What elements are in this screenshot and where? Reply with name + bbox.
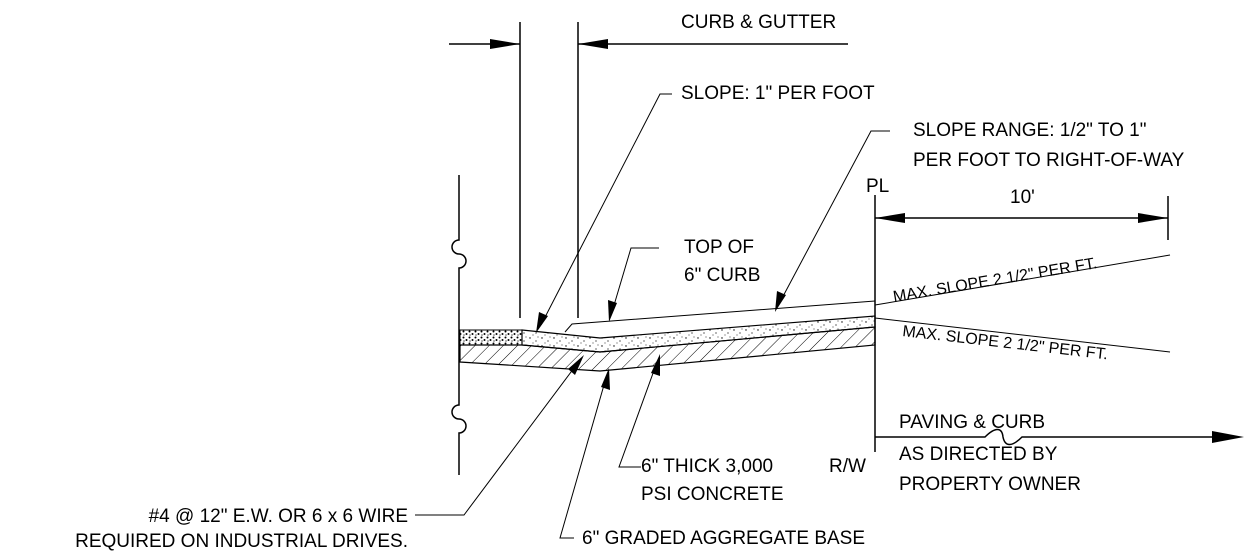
- curb-dim-arrow-right: [578, 39, 608, 49]
- curb-gutter-label: CURB & GUTTER: [681, 12, 836, 33]
- top-of-curb-arrow: [608, 300, 617, 322]
- rw-label: R/W: [829, 456, 866, 477]
- aggregate-leader-arrow: [601, 368, 610, 390]
- slope-range-label-2: PER FOOT TO RIGHT-OF-WAY: [913, 150, 1185, 171]
- slope-range-label-1: SLOPE RANGE: 1/2" TO 1": [913, 120, 1147, 141]
- max-slope-lower-line: [874, 317, 1171, 353]
- rebar-label-2: REQUIRED ON INDUSTRIAL DRIVES.: [75, 531, 408, 552]
- slope-leader: [540, 93, 672, 326]
- concrete-leader: [618, 364, 657, 468]
- paving-label-1: PAVING & CURB: [899, 412, 1045, 433]
- paving-arrow-head: [1212, 431, 1244, 443]
- concrete-label-2: PSI CONCRETE: [641, 484, 784, 505]
- paving-label-3: PROPERTY OWNER: [899, 474, 1081, 495]
- max-slope-lower-label: MAX. SLOPE 2 1/2" PER FT.: [902, 323, 1109, 363]
- ten-ft-arrow-right: [1138, 213, 1168, 223]
- existing-pavement: [459, 329, 523, 346]
- paving-arrow-line: [875, 428, 1212, 446]
- rebar-leader-arrow: [568, 355, 584, 375]
- top-of-curb-label-2: 6" CURB: [684, 265, 760, 286]
- slope-label: SLOPE: 1" PER FOOT: [681, 83, 875, 104]
- ten-ft-arrow-left: [875, 213, 905, 223]
- ten-ft-label: 10': [1010, 187, 1035, 208]
- max-slope-upper-label: MAX. SLOPE 2 1/2" PER FT.: [892, 255, 1099, 306]
- curb-dim-arrow-left: [490, 39, 520, 49]
- concrete-label-1: 6" THICK 3,000: [641, 456, 773, 477]
- top-of-curb-leader: [611, 247, 659, 313]
- paving-label-2: AS DIRECTED BY: [899, 444, 1058, 465]
- aggregate-leader: [559, 377, 607, 539]
- curb-top-line: [564, 300, 876, 333]
- slope-range-arrow: [775, 291, 786, 312]
- street-break-line: [451, 175, 467, 475]
- rebar-leader: [415, 363, 578, 516]
- max-slope-upper-line: [874, 254, 1171, 306]
- rebar-label-1: #4 @ 12" E.W. OR 6 x 6 WIRE: [149, 506, 408, 527]
- concrete-leader-arrow: [651, 354, 660, 376]
- top-of-curb-label-1: TOP OF: [684, 237, 754, 258]
- slope-leader-arrow: [536, 312, 548, 333]
- pl-symbol: PL: [866, 176, 889, 197]
- aggregate-label: 6" GRADED AGGREGATE BASE: [582, 528, 865, 549]
- slope-range-leader: [779, 130, 890, 303]
